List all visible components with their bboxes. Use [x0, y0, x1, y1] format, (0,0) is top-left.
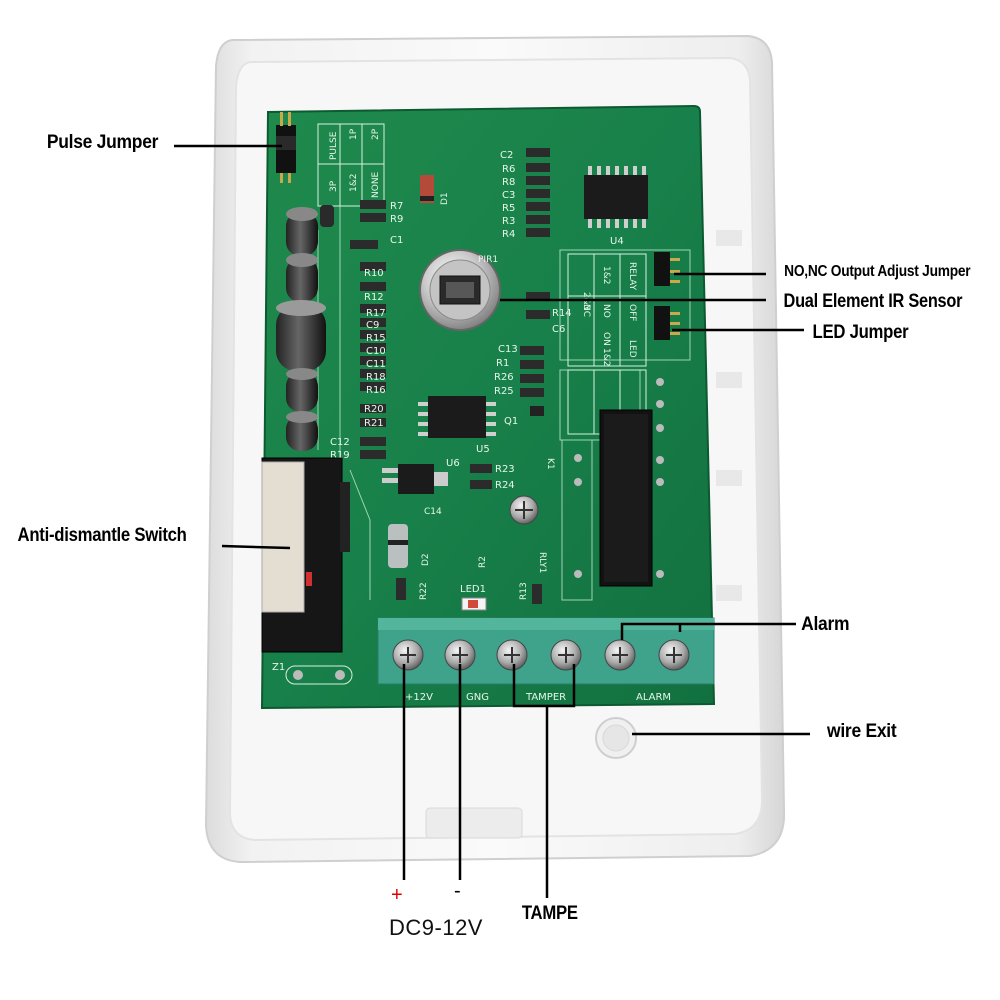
svg-text:RLY1: RLY1	[537, 552, 547, 573]
svg-text:R1: R1	[496, 358, 509, 369]
svg-text:R10: R10	[364, 268, 384, 279]
callout-anti-dismantle: Anti-dismantle Switch	[17, 525, 187, 546]
svg-text:C13: C13	[498, 344, 518, 355]
callout-ir-sensor: Dual Element IR Sensor	[783, 291, 963, 312]
svg-text:C12: C12	[330, 437, 350, 448]
svg-text:R7: R7	[390, 201, 403, 212]
pulse-2p: 2P	[371, 128, 381, 140]
ic-u5: U5 Q1	[418, 396, 544, 455]
left-resistor-column: R7 R9 C1 R10 R12 R17 C9 R15 C10 C11 R18 …	[330, 200, 403, 461]
terminal-alarm-label: ALARM	[636, 692, 671, 703]
svg-text:NO: NO	[601, 304, 611, 318]
callout-dc-voltage: DC9-12V	[389, 915, 483, 940]
svg-text:ON: ON	[601, 332, 611, 346]
svg-text:R19: R19	[330, 450, 350, 461]
svg-text:R12: R12	[364, 292, 384, 303]
svg-text:R14: R14	[552, 308, 572, 319]
svg-text:C14: C14	[424, 507, 442, 517]
pulse-table	[317, 123, 385, 207]
svg-text:R21: R21	[364, 418, 384, 429]
svg-text:R8: R8	[502, 177, 515, 188]
terminal-block	[377, 617, 715, 685]
svg-text:R17: R17	[366, 308, 386, 319]
pulse-1p: 1P	[349, 128, 359, 140]
callout-minus: -	[454, 880, 461, 902]
svg-text:R3: R3	[502, 216, 515, 227]
svg-text:R2: R2	[478, 556, 488, 568]
svg-text:LED: LED	[627, 340, 637, 358]
svg-text:R5: R5	[502, 203, 515, 214]
svg-text:U5: U5	[476, 444, 490, 455]
callout-tampe: TAMPE	[521, 903, 578, 924]
svg-text:C11: C11	[366, 359, 386, 370]
callout-wire-exit: wire Exit	[827, 721, 897, 742]
led-jumper	[654, 306, 680, 340]
svg-text:R23: R23	[495, 464, 515, 475]
svg-text:R24: R24	[495, 480, 515, 491]
svg-text:LED1: LED1	[460, 584, 486, 595]
svg-text:R22: R22	[419, 582, 429, 600]
ic-u4: U4	[584, 166, 648, 247]
pulse-12: 1&2	[349, 174, 359, 192]
svg-text:R20: R20	[364, 404, 384, 415]
pulse-3p: 3P	[329, 180, 339, 192]
svg-text:C6: C6	[552, 324, 565, 335]
electrolytic-capacitors	[276, 205, 334, 451]
svg-text:R15: R15	[366, 333, 386, 344]
svg-text:R26: R26	[494, 372, 514, 383]
mounting-screw: R2	[478, 495, 539, 568]
svg-text:R25: R25	[494, 386, 514, 397]
svg-text:PIR1: PIR1	[478, 255, 498, 265]
svg-text:Z1: Z1	[272, 662, 285, 673]
terminal-tamper-label: TAMPER	[525, 692, 566, 703]
pulse-none: NONE	[371, 171, 381, 198]
callout-nonc-jumper: NO,NC Output Adjust Jumper	[784, 263, 971, 280]
svg-text:RELAY: RELAY	[627, 262, 637, 291]
svg-text:1&2: 1&2	[601, 348, 611, 366]
svg-text:R13: R13	[519, 582, 529, 600]
svg-text:C2: C2	[500, 150, 513, 161]
pir-sensor: PIR1	[419, 249, 501, 331]
callout-led-jumper: LED Jumper	[812, 322, 909, 343]
nonc-jumper	[654, 252, 680, 286]
diode-d2: D2 R22	[388, 524, 431, 600]
relay-k1: K1 RLY1	[537, 378, 664, 587]
svg-text:1&2: 1&2	[601, 266, 611, 284]
led1: LED1 R13	[460, 582, 542, 611]
regulator-u6: U6 C14 R23 R24	[382, 458, 515, 517]
svg-text:R9: R9	[390, 214, 403, 225]
callout-pulse-jumper: Pulse Jumper	[46, 132, 159, 153]
callout-lines	[174, 144, 810, 898]
right-resistor-column: C2 R6 R8 C3 R5 R3 R4 R14 C6 C13 R1 R26 R…	[494, 148, 572, 397]
svg-text:U6: U6	[446, 458, 460, 469]
callout-plus: +	[391, 884, 403, 906]
diode-d1: D1	[420, 175, 450, 205]
svg-text:OFF: OFF	[627, 304, 637, 321]
svg-text:R16: R16	[366, 385, 386, 396]
svg-text:K1: K1	[545, 458, 555, 470]
svg-text:C10: C10	[366, 346, 386, 357]
svg-text:R6: R6	[502, 164, 515, 175]
svg-text:U4: U4	[610, 236, 624, 247]
svg-text:D2: D2	[421, 553, 431, 566]
svg-text:C1: C1	[390, 235, 403, 246]
svg-text:R4: R4	[502, 229, 515, 240]
terminal-12v-label: +12V	[405, 692, 433, 703]
svg-text:D1: D1	[440, 192, 450, 205]
terminal-gng-label: GNG	[466, 692, 489, 703]
pulse-table-title: PULSE	[329, 131, 339, 160]
anti-dismantle-switch	[261, 457, 350, 653]
svg-text:R18: R18	[366, 372, 386, 383]
z1-pads: Z1	[272, 662, 353, 685]
svg-text:C9: C9	[366, 320, 379, 331]
svg-text:NC: NC	[581, 304, 591, 317]
callout-alarm: Alarm	[801, 614, 850, 635]
svg-text:C3: C3	[502, 190, 515, 201]
svg-text:Q1: Q1	[504, 416, 518, 427]
